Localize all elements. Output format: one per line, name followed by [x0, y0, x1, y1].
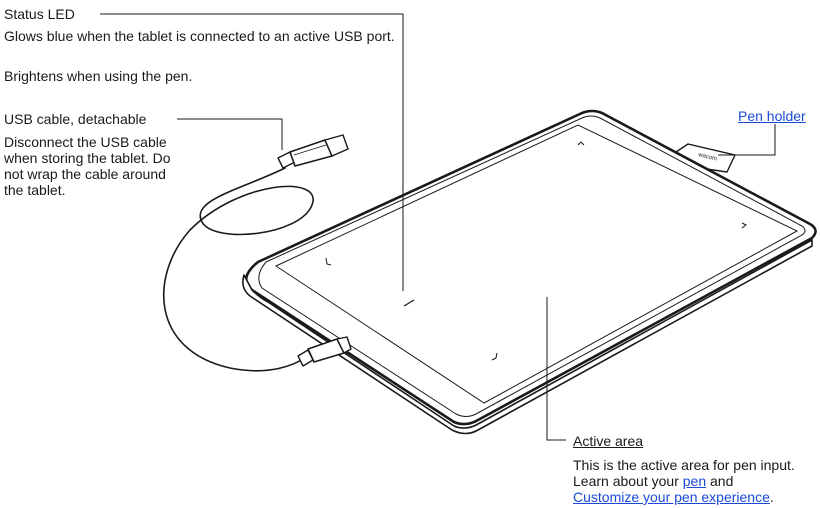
- corner-mark-left: [325, 257, 332, 266]
- corner-mark-top: [577, 141, 585, 146]
- customize-pen-link[interactable]: Customize your pen experience: [573, 489, 770, 505]
- active-area-learn-prefix: Learn about your: [573, 473, 679, 489]
- active-area-period: .: [769, 489, 774, 505]
- status-led-leader: [100, 13, 404, 291]
- corner-mark-right: [741, 222, 747, 229]
- active-area-learn-line: Learn about your pen and: [573, 473, 733, 489]
- usb-cable-wire: [162, 167, 314, 372]
- pen-holder-link[interactable]: Pen holder: [738, 108, 806, 124]
- status-led-mark: [403, 299, 415, 307]
- usb-plug-bottom: [297, 336, 352, 367]
- usb-cable-leader: [177, 118, 283, 150]
- corner-mark-bottom: [491, 352, 498, 361]
- pen-link[interactable]: pen: [682, 473, 707, 489]
- status-led-title: Status LED: [4, 6, 75, 22]
- active-area-leader: [546, 297, 566, 441]
- active-area-customize-line: Customize your pen experience.: [573, 489, 774, 505]
- usb-cable-desc: Disconnect the USB cable when storing th…: [4, 134, 171, 198]
- tablet-bevel: [258, 115, 806, 417]
- active-area-and-text: and: [710, 473, 734, 489]
- pen-holder-logo: wacom: [697, 152, 718, 163]
- active-area-desc: This is the active area for pen input.: [573, 457, 795, 473]
- usb-cable-title: USB cable, detachable: [4, 111, 147, 127]
- usb-plug-top: [277, 134, 349, 169]
- active-area-rect: [274, 124, 799, 404]
- active-area-title: Active area: [573, 433, 644, 449]
- status-led-desc-2: Brightens when using the pen.: [4, 68, 193, 84]
- pen-holder-leader: [718, 124, 776, 156]
- tablet-body-edge: [242, 239, 813, 435]
- status-led-desc-1: Glows blue when the tablet is connected …: [4, 28, 395, 44]
